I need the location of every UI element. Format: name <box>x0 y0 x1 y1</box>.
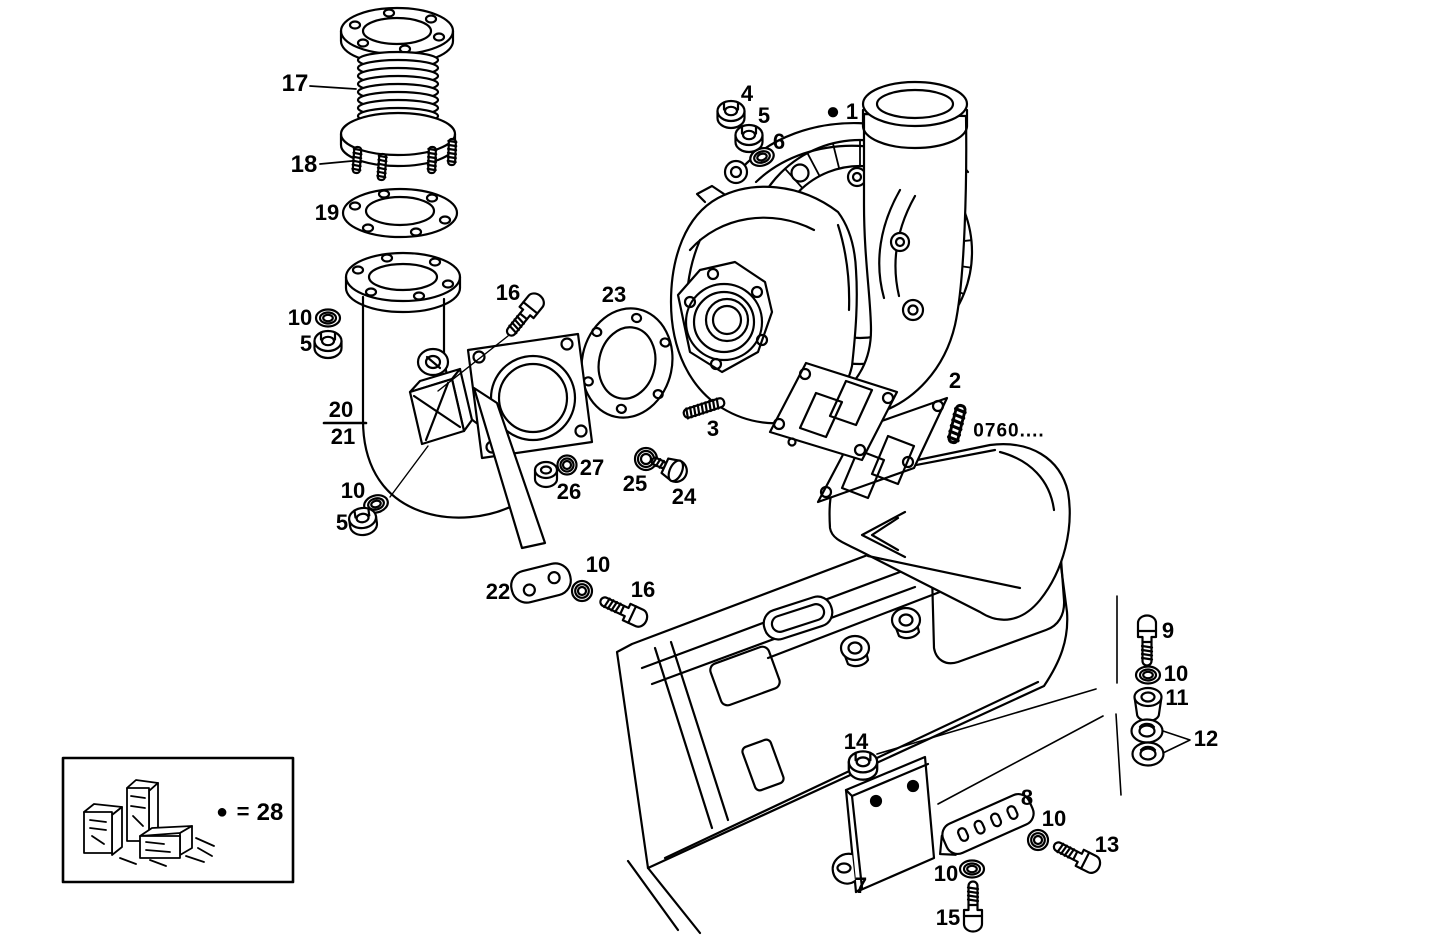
legend-equals-sign: = <box>236 799 250 824</box>
gasket-kit-icon <box>83 779 215 867</box>
part-label-16b: 16 <box>630 577 656 602</box>
part-label-10d: 10 <box>1163 661 1189 686</box>
part-label-17: 17 <box>281 70 309 97</box>
turbocharger-drawing <box>669 80 974 462</box>
exhaust-manifold-drawing <box>828 402 1071 621</box>
part-26-spacer <box>533 460 559 489</box>
part-12-washer-upper <box>1130 718 1164 744</box>
part-label-3: 3 <box>706 416 720 441</box>
part-label-5a: 5 <box>299 331 313 356</box>
part-label-2: 2 <box>948 368 962 393</box>
part-label-20: 20 <box>328 397 354 422</box>
part-10-washer-d <box>1134 665 1162 685</box>
part-5-nut-c <box>346 505 380 538</box>
part-label-26: 26 <box>556 479 582 504</box>
part-label-10a: 10 <box>287 305 313 330</box>
part-label-23: 23 <box>601 282 627 307</box>
part-label-1: 1 <box>845 99 859 124</box>
part-6-washer <box>749 147 775 167</box>
part-15-bolt <box>962 880 984 933</box>
part-label-6: 6 <box>772 129 786 154</box>
part-9-bolt <box>1136 614 1158 667</box>
leader-lines-left <box>309 85 368 425</box>
part-label-4: 4 <box>740 81 754 106</box>
part-label-10b: 10 <box>340 478 366 503</box>
leader-line-10b <box>389 445 429 498</box>
part-label-18: 18 <box>290 151 318 178</box>
part-10-washer-f <box>958 859 986 879</box>
reference-lines <box>876 595 1122 805</box>
clamp-8-drawing <box>938 793 1035 856</box>
manifold-stud <box>945 402 969 446</box>
kit-bullet-icon: ● <box>825 98 841 125</box>
part-label-5c: 5 <box>335 510 349 535</box>
part-18-stud <box>426 145 438 175</box>
block-boss-drawing <box>839 606 922 668</box>
part-11-bushing <box>1133 686 1163 723</box>
part-label-21: 21 <box>330 424 356 449</box>
gasket-19-drawing <box>341 187 459 239</box>
legend-part-label-28: 28 <box>256 799 284 826</box>
bellows-coupling-drawing <box>339 6 459 239</box>
part-18-stud <box>446 137 458 167</box>
part-label-10e: 10 <box>1041 806 1067 831</box>
part-label-11: 11 <box>1165 685 1189 710</box>
bracket-7-drawing <box>831 755 936 894</box>
part-label-12: 12 <box>1193 726 1219 751</box>
part-label-22: 22 <box>485 579 511 604</box>
part-label-16a: 16 <box>495 280 521 305</box>
part-12-washer-lower <box>1131 741 1165 767</box>
part-label-5b: 5 <box>757 103 771 128</box>
part-label-10c: 10 <box>585 552 611 577</box>
part-24-plug <box>650 456 688 483</box>
legend-bullet-icon: ● <box>215 801 229 823</box>
part-27-washer <box>556 454 578 476</box>
part-18-stud <box>351 145 363 175</box>
engine-code-note: 0760.... <box>973 420 1045 442</box>
part-3-stud <box>681 395 727 421</box>
part-5-nut-a <box>313 329 343 360</box>
part-10-washer-e <box>1026 828 1050 852</box>
part-label-7: 7 <box>854 873 868 898</box>
part-14-nut <box>847 750 879 781</box>
part-label-13: 13 <box>1094 832 1120 857</box>
gasket-23-drawing <box>580 307 674 419</box>
leader-line-16a <box>437 335 509 392</box>
legend-box <box>61 756 295 884</box>
part-label-24: 24 <box>671 484 697 509</box>
part-10-washer-c <box>570 579 594 603</box>
part-label-15: 15 <box>935 905 961 930</box>
part-label-14: 14 <box>843 729 869 754</box>
part-18-stud <box>376 152 388 182</box>
part-label-8: 8 <box>1020 785 1034 810</box>
part-label-10f: 10 <box>933 861 959 886</box>
part-label-25: 25 <box>622 471 648 496</box>
part-label-9: 9 <box>1161 618 1175 643</box>
part-label-27: 27 <box>579 455 605 480</box>
leader-arrow-12 <box>1162 730 1191 754</box>
bracket-22-drawing <box>472 386 572 604</box>
part-5-nut-b <box>734 123 764 154</box>
part-label-19: 19 <box>314 200 340 225</box>
part-10-washer-a <box>314 308 342 328</box>
